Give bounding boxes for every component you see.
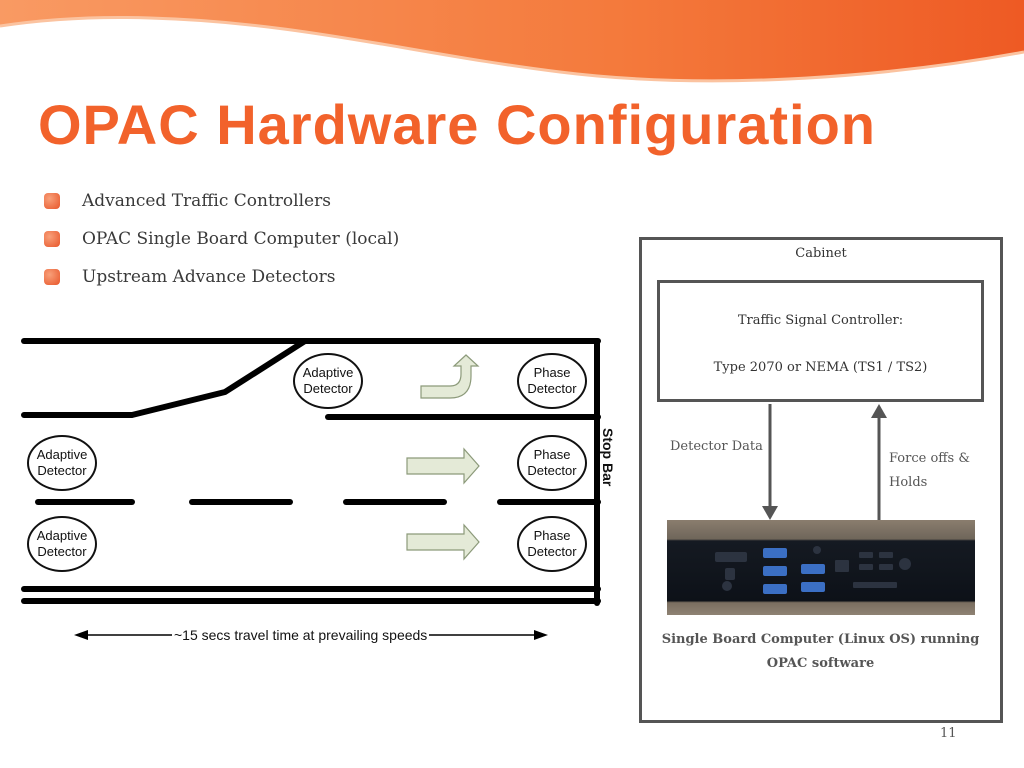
adaptive-detector-middle: Adaptive Detector [27, 435, 97, 491]
sbc-caption: Single Board Computer (Linux OS) running… [661, 632, 980, 671]
stop-bar-label: Stop Bar [600, 428, 616, 487]
phase-detector-middle: Phase Detector [517, 435, 587, 491]
phase-detector-top: Phase Detector [517, 353, 587, 409]
arrow-up-icon [871, 404, 887, 418]
force-offs-label: Force offs & Holds [889, 451, 970, 490]
adaptive-detector-bottom: Adaptive Detector [27, 516, 97, 572]
cabinet-arrows [762, 404, 887, 520]
cabinet-label: Cabinet [795, 246, 847, 261]
sbc-ports-icon [715, 546, 911, 594]
controller-title: Traffic Signal Controller: [737, 313, 904, 328]
left-turn-arrow-icon [420, 354, 480, 399]
travel-time-label: ~15 secs travel time at prevailing speed… [172, 627, 430, 643]
through-arrow-icon [406, 447, 480, 485]
adaptive-detector-top: Adaptive Detector [293, 353, 363, 409]
controller-box [657, 280, 984, 402]
arrow-right-icon [534, 630, 548, 640]
arrow-left-icon [74, 630, 88, 640]
single-board-computer-image [667, 520, 975, 615]
bullet-icon [44, 231, 60, 247]
through-arrow-icon [406, 523, 480, 561]
controller-type: Type 2070 or NEMA (TS1 / TS2) [713, 360, 928, 375]
header-wave [0, 0, 1024, 83]
bullet-item: Upstream Advance Detectors [44, 258, 399, 296]
page-number: 11 [940, 726, 957, 741]
bullet-item: Advanced Traffic Controllers [44, 182, 399, 220]
bullet-icon [44, 193, 60, 209]
bullet-item: OPAC Single Board Computer (local) [44, 220, 399, 258]
bullet-icon [44, 269, 60, 285]
detector-data-label: Detector Data [670, 439, 763, 454]
cabinet-box [639, 237, 1003, 723]
page-title: OPAC Hardware Configuration [38, 93, 877, 156]
arrow-down-icon [762, 506, 778, 520]
phase-detector-bottom: Phase Detector [517, 516, 587, 572]
bullet-list: Advanced Traffic Controllers OPAC Single… [44, 182, 399, 296]
